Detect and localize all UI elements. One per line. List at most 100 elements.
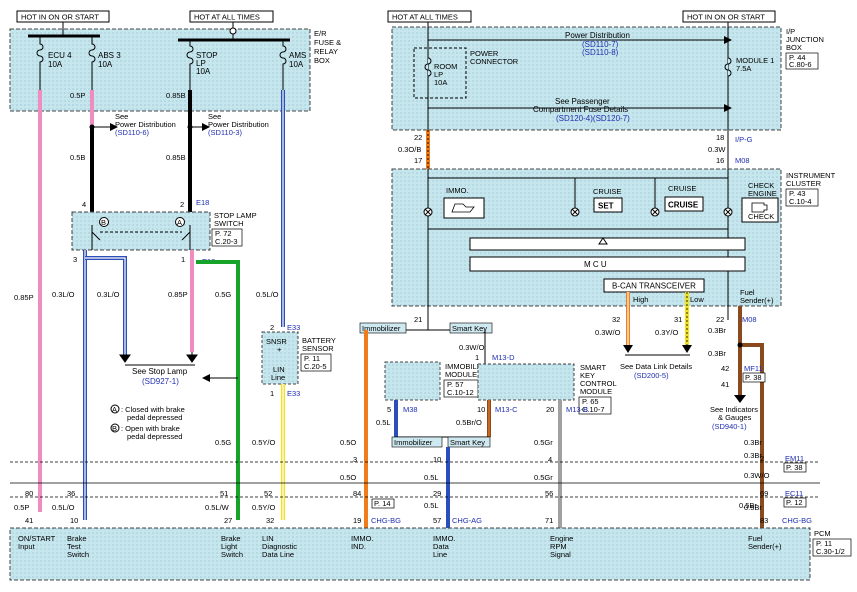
conn-ec11-ref: P. 12	[786, 498, 803, 507]
wire-label-085p-b: 0.85P	[168, 290, 188, 299]
pin-69: 69	[760, 489, 768, 498]
pin-42: 42	[721, 364, 729, 373]
pin-51: 51	[220, 489, 228, 498]
conn-chg-bg-b: CHG-BG	[782, 516, 812, 525]
wire-label-05g-b: 0.5G	[215, 438, 231, 447]
legend-a-key: A	[112, 405, 117, 414]
pcm-ref-1: P. 11	[816, 539, 832, 548]
conn-e33-bot: E33	[287, 389, 300, 398]
smart-key-tag-bottom: Smart Key	[450, 438, 485, 447]
pin-10b: 10	[70, 516, 78, 525]
cruise-lamp-icon	[650, 207, 660, 217]
legend-b-key: B	[112, 424, 117, 433]
battery-sensor-label-2: SENSOR	[302, 344, 334, 353]
pin-10j: 10	[433, 455, 441, 464]
fuse-ecu4-rating: 10A	[48, 60, 63, 69]
fuse-room-icon	[424, 57, 432, 77]
wire-label-05p: 0.5P	[70, 91, 85, 100]
pin-2: 2	[180, 200, 184, 209]
ip-junction-box	[391, 26, 782, 131]
wire-label-05gr: 0.5Gr	[534, 438, 553, 447]
pin-10: 10	[477, 405, 485, 414]
cruise-tag: CRUISE	[668, 201, 699, 210]
er-fuse-box-label-4: BOX	[314, 56, 330, 65]
pin-29: 29	[433, 489, 441, 498]
wire-label-05o-b: 0.5O	[340, 473, 356, 482]
banner-hot-all-times-right-text: HOT AT ALL TIMES	[392, 13, 458, 22]
immo-label: IMMO.	[446, 186, 469, 195]
pcm-ref-2: C.30-1/2	[816, 547, 845, 556]
indicators-text-2: & Gauges	[718, 413, 752, 422]
see-stop-lamp-ref[interactable]: (SD927-1)	[142, 377, 179, 386]
immobilizer-module	[384, 361, 441, 401]
wire-label-05gr-b: 0.5Gr	[534, 473, 553, 482]
pin-1sk: 1	[475, 353, 479, 362]
wire-label-03lo-a: 0.3L/O	[52, 290, 75, 299]
power-distribution-ref-1[interactable]: (SD110-7)	[582, 40, 619, 49]
cluster-ref-2: C.10-4	[789, 197, 812, 206]
banner-hot-all-times-right	[387, 10, 472, 23]
battery-sensor-label-1: BATTERY	[302, 336, 336, 345]
svg-text:Test: Test	[67, 542, 82, 551]
svg-text:Data: Data	[433, 542, 450, 551]
pin-1: 1	[181, 255, 185, 264]
pin-20: 20	[546, 405, 554, 414]
pin-18: 18	[716, 133, 724, 142]
see-pd-1-ref[interactable]: (SD110-6)	[115, 128, 150, 137]
conn-ipg: I/P-G	[735, 135, 753, 144]
power-distribution-ref-2[interactable]: (SD110-8)	[582, 48, 619, 57]
wire-label-05br: 0.5Br	[739, 501, 757, 510]
smart-key-ref-1: P. 65	[582, 397, 599, 406]
pcm-signal-fuel-sender: Fuel Sender(+)	[748, 534, 782, 551]
bcan-label: B-CAN TRANSCEIVER	[612, 282, 696, 291]
mcu-label: M C U	[584, 260, 607, 269]
fuse-stop-name-2: LP	[196, 59, 206, 68]
data-link-text: See Data Link Details	[620, 362, 692, 371]
pin-3: 3	[73, 255, 77, 264]
see-pd-2: See	[208, 112, 221, 121]
battery-sensor-inner-2: +	[277, 345, 282, 354]
fuse-module1-name: MODULE 1	[736, 56, 774, 65]
fuse-abs3-icon	[88, 36, 96, 90]
pin-84: 84	[353, 489, 361, 498]
svg-text:Switch: Switch	[67, 550, 89, 559]
see-pd-2-text: Power Distribution	[208, 120, 269, 129]
indicators-ref[interactable]: (SD940-1)	[712, 422, 747, 431]
wire-label-03br-b: 0.3Br	[708, 349, 726, 358]
wire-label-03wo-c: 0.3W/O	[744, 471, 770, 480]
switch-pin-a: A	[177, 218, 182, 227]
battery-sensor-inner-3: LIN	[273, 365, 285, 374]
conn-em11-ref: P. 38	[786, 463, 803, 472]
pin-17: 17	[414, 156, 422, 165]
pcm-signal-on-start: ON/START Input	[18, 534, 56, 551]
fuse-ecu4-name: ECU 4	[48, 51, 72, 60]
immobilizer-tag-top: Immobilizer	[362, 324, 401, 333]
wire-label-05p-b: 0.5P	[14, 503, 29, 512]
conn-e18: E18	[196, 198, 209, 207]
pin-21: 21	[414, 315, 422, 324]
fuel-sender-1: Fuel	[740, 288, 755, 297]
svg-text:LIN: LIN	[262, 534, 274, 543]
pin-80: 80	[25, 489, 33, 498]
wire-label-03br-d: 0.3Br	[744, 451, 762, 460]
pin-27: 27	[224, 516, 232, 525]
pin-19: 19	[353, 516, 361, 525]
wire-label-05l-b: 0.5L	[424, 473, 439, 482]
conn-m38: M38	[403, 405, 418, 414]
wire-brake-light-green	[196, 260, 240, 520]
er-fuse-box-label-3: RELAY	[314, 47, 338, 56]
smart-key-ref-2: C.10-7	[582, 405, 605, 414]
fuse-ams-icon	[279, 40, 287, 90]
battery-sensor-inner-1: SNSR	[266, 337, 287, 346]
passenger-fuse-ref[interactable]: (SD120-4)(SD120-7)	[556, 114, 630, 123]
fuse-stop-rating: 10A	[196, 67, 211, 76]
data-link-ref[interactable]: (SD200-5)	[634, 371, 669, 380]
mcu-block	[469, 256, 746, 272]
conn-m13b: M13-B	[566, 405, 588, 414]
see-pd-2-ref[interactable]: (SD110-3)	[208, 128, 243, 137]
pin-41: 41	[721, 380, 729, 389]
svg-text:Input: Input	[18, 542, 36, 551]
wire-label-03w: 0.3W	[708, 145, 726, 154]
indicators-text-1: See Indicators	[710, 405, 758, 414]
